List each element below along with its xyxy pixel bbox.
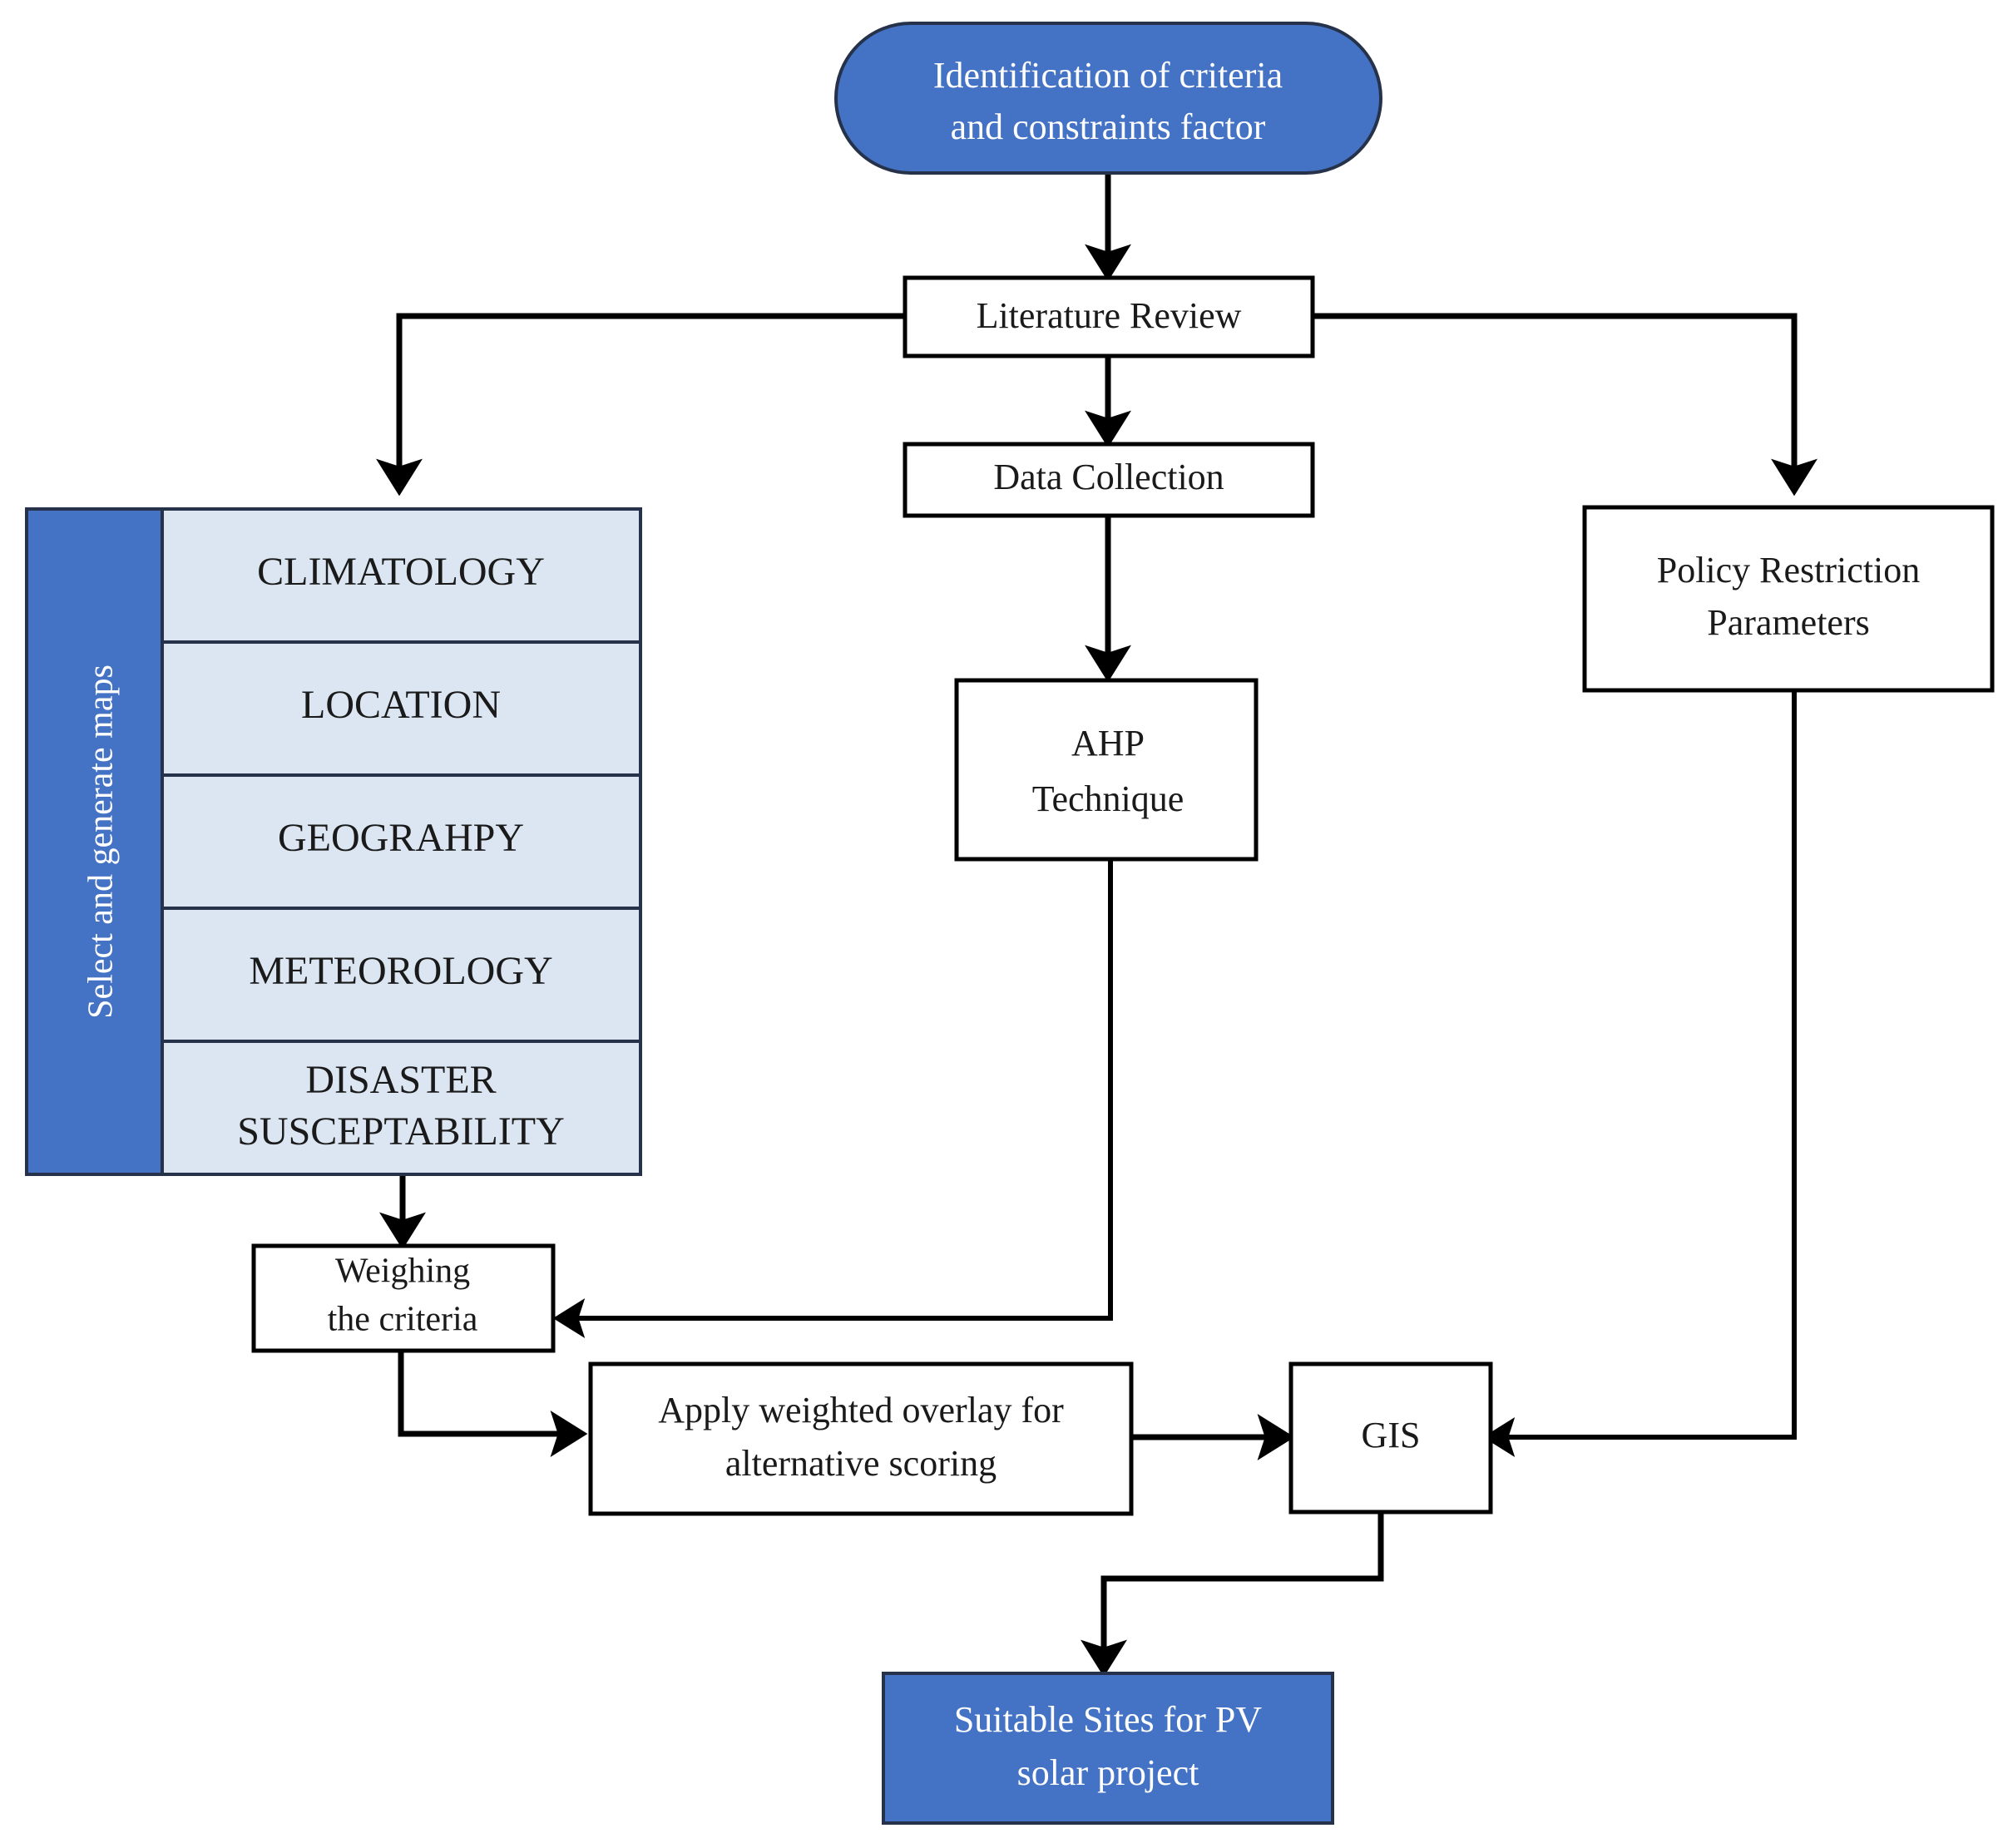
node-data-collection[interactable]: Data Collection — [903, 442, 1315, 518]
policy-label-line1: Policy Restriction — [1657, 550, 1921, 590]
overlay-shape — [588, 1361, 1134, 1516]
criteria-row-label-line2: SUSCEPTABILITY — [237, 1109, 565, 1154]
data-collection-label: Data Collection — [993, 457, 1224, 497]
ahp-shape — [954, 678, 1259, 862]
result-shape — [882, 1672, 1334, 1825]
weighing-shape — [251, 1243, 556, 1353]
node-overlay[interactable]: Apply weighted overlay for alternative s… — [588, 1361, 1134, 1516]
gis-label: GIS — [1362, 1415, 1421, 1455]
edge-layer — [376, 172, 1818, 1678]
gis-shape — [1288, 1361, 1493, 1514]
literature-review-label: Literature Review — [977, 295, 1242, 336]
weighing-label-line1: Weighing — [335, 1253, 470, 1291]
criteria-row-disaster-susceptability[interactable]: DISASTER SUSCEPTABILITY — [237, 1058, 565, 1154]
criteria-row-label: METEOROLOGY — [249, 949, 552, 993]
node-gis[interactable]: GIS — [1288, 1361, 1493, 1514]
edge-ahp-to-weighing — [552, 859, 1113, 1338]
criteria-row-label: LOCATION — [301, 683, 501, 727]
criteria-row-climatology[interactable]: CLIMATOLOGY — [257, 550, 545, 594]
overlay-label-line1: Apply weighted overlay for — [658, 1390, 1064, 1430]
start-shape — [834, 22, 1382, 175]
edge-literature-review-to-policy — [1313, 313, 1818, 497]
node-policy[interactable]: Policy Restriction Parameters — [1582, 505, 1995, 693]
result-label-line1: Suitable Sites for PV — [954, 1699, 1263, 1740]
node-literature-review[interactable]: Literature Review — [903, 275, 1315, 358]
criteria-row-geograhpy[interactable]: GEOGRAHPY — [278, 816, 524, 860]
result-label-line2: solar project — [1017, 1752, 1199, 1793]
edge-gis-to-result — [1081, 1511, 1384, 1678]
criteria-row-label: DISASTER — [305, 1058, 496, 1102]
criteria-row-meteorology[interactable]: METEOROLOGY — [249, 949, 552, 993]
node-result[interactable]: Suitable Sites for PV solar project — [882, 1672, 1334, 1825]
literature-review-shape — [903, 275, 1315, 358]
criteria-panel: Select and generate maps CLIMATOLOGY LOC… — [25, 507, 642, 1176]
data-collection-shape — [903, 442, 1315, 518]
edge-literature-review-to-criteria-panel — [376, 313, 905, 497]
node-ahp[interactable]: AHP Technique — [954, 678, 1259, 862]
overlay-label-line2: alternative scoring — [725, 1443, 997, 1484]
policy-shape — [1582, 505, 1995, 693]
node-weighing[interactable]: Weighing the criteria — [251, 1243, 556, 1353]
criteria-panel-side-strip — [25, 507, 164, 1176]
start-label-line2: and constraints factor — [951, 106, 1266, 147]
criteria-row-location[interactable]: LOCATION — [301, 683, 501, 727]
node-start[interactable]: Identification of criteria and constrain… — [834, 22, 1382, 175]
ahp-label-line1: AHP — [1071, 723, 1145, 763]
weighing-label-line2: the criteria — [328, 1301, 478, 1339]
criteria-row-label: GEOGRAHPY — [278, 816, 524, 860]
criteria-row-label: CLIMATOLOGY — [257, 550, 545, 594]
start-label-line1: Identification of criteria — [933, 55, 1283, 96]
edge-policy-to-gis — [1482, 689, 1797, 1457]
ahp-label-line2: Technique — [1032, 778, 1184, 819]
policy-label-line2: Parameters — [1707, 602, 1869, 643]
edge-weighing-to-overlay — [398, 1350, 588, 1457]
criteria-panel-side-label: Select and generate maps — [82, 665, 121, 1019]
